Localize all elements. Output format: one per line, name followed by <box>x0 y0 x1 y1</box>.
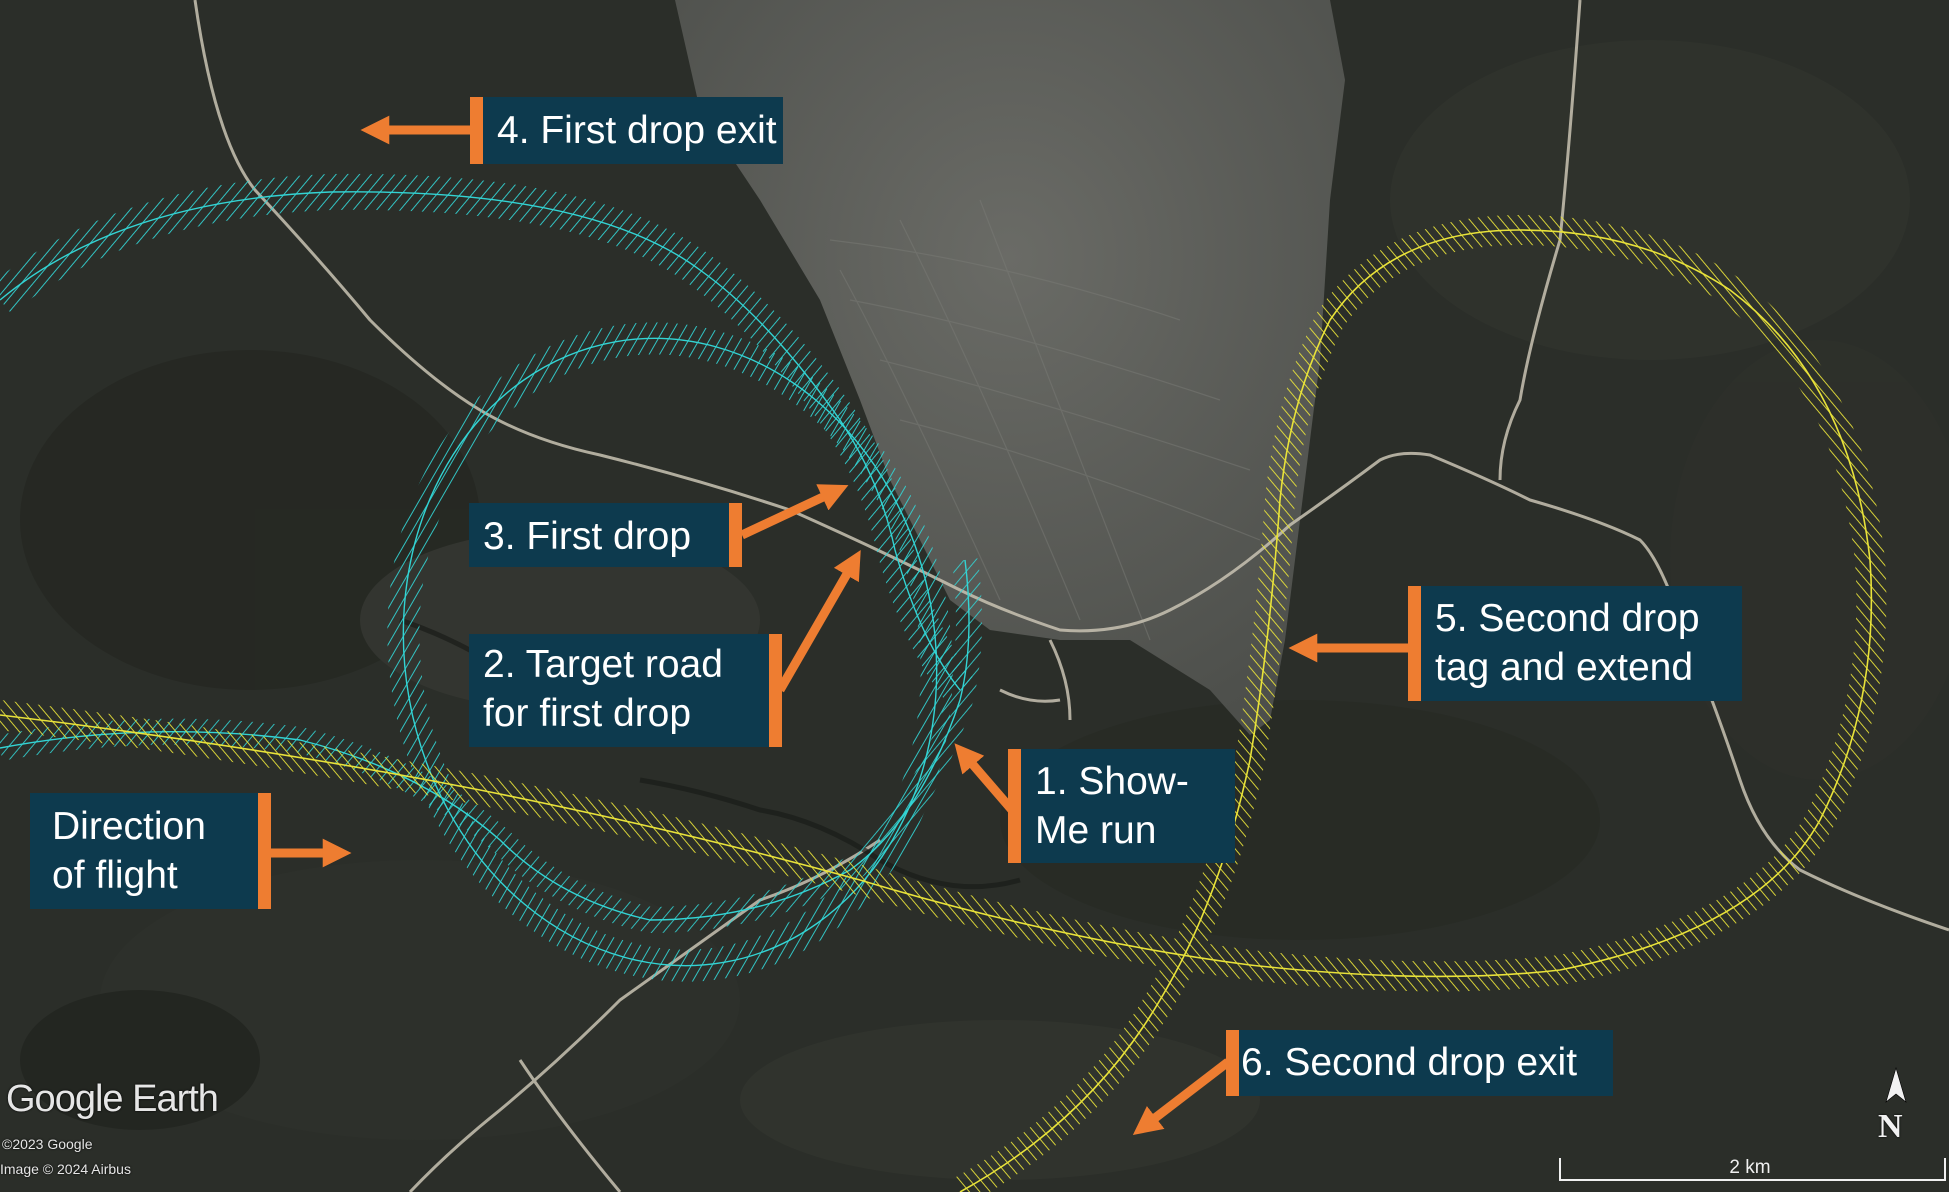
callout-text: 4. First drop exit <box>497 109 777 152</box>
callout-text: 3. First drop <box>483 515 692 558</box>
callout-text: 5. Second drop <box>1435 597 1700 640</box>
terrain-texture <box>20 40 1949 1180</box>
callout-text: of flight <box>52 854 178 897</box>
copyright-airbus: Image © 2024 Airbus <box>0 1161 131 1177</box>
arrow-second-drop-exit <box>1132 1058 1231 1136</box>
callout-arrows <box>268 115 1410 1136</box>
callout-text: 6. Second drop exit <box>1241 1041 1578 1084</box>
callout-text: 1. Show- <box>1035 760 1189 803</box>
callout-show-me-run: 1. Show- Me run <box>1021 749 1235 863</box>
callout-target-road: 2. Target road for first drop <box>469 634 769 747</box>
callout-first-drop: 3. First drop <box>469 503 729 567</box>
arrow-first-drop <box>740 484 849 540</box>
copyright-google: ©2023 Google <box>2 1136 93 1152</box>
lakebed-streaks <box>829 199 1261 641</box>
arrow-show-me-run <box>954 743 1016 813</box>
north-arrow-icon <box>1885 1066 1907 1103</box>
google-earth-logo: Google Earth <box>6 1078 219 1120</box>
callout-text: 2. Target road <box>483 643 723 686</box>
track-second-drop <box>0 214 1887 1192</box>
track-first-drop <box>0 173 982 982</box>
callout-text: Me run <box>1035 809 1157 852</box>
callout-text: for first drop <box>483 692 692 735</box>
callout-bar <box>1408 586 1421 701</box>
north-label: N <box>1878 1108 1903 1145</box>
callout-direction-of-flight: Direction of flight <box>30 793 258 909</box>
callout-bar <box>769 634 782 747</box>
callout-bar <box>1226 1030 1239 1096</box>
callout-second-drop-tag: 5. Second drop tag and extend <box>1421 586 1742 701</box>
arrow-target-road <box>776 550 861 693</box>
callout-second-drop-exit: 6. Second drop exit <box>1239 1030 1613 1096</box>
callout-bar <box>258 793 271 909</box>
callout-bar <box>470 97 483 164</box>
scale-bar-label: 2 km <box>1729 1157 1771 1178</box>
callout-first-drop-exit: 4. First drop exit <box>483 97 783 164</box>
callout-text: Direction <box>52 805 206 848</box>
dry-lakebed <box>675 0 1345 735</box>
callout-text: tag and extend <box>1435 646 1694 689</box>
callout-bar <box>1008 749 1021 863</box>
callout-bar <box>729 503 742 567</box>
scale-bar <box>1559 1158 1946 1181</box>
